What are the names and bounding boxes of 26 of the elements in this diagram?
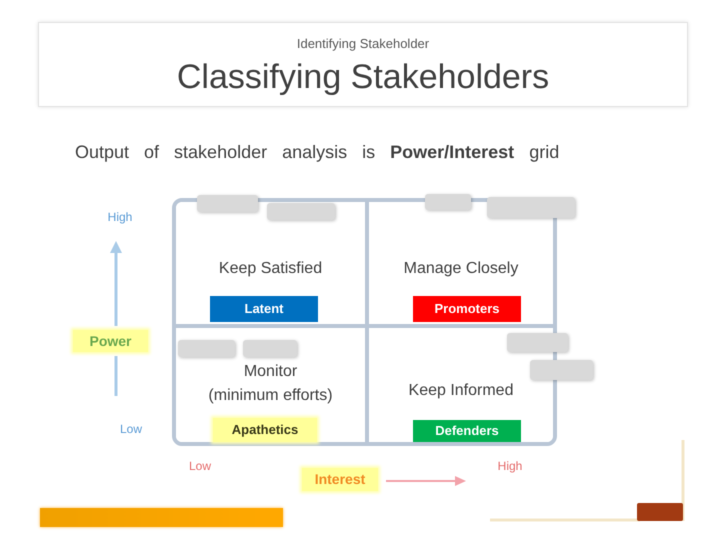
axis-tick-label: Low [120,421,142,438]
category-bar: Defenders [413,420,521,442]
axis-tick-label: High [108,209,132,226]
category-bar: Apathetics [213,418,317,442]
blank-tag [197,195,258,212]
subtitle: Identifying Stakeholder [296,35,430,53]
blank-tag [267,203,335,220]
category-bar: Promoters [413,296,521,322]
category-bar: Latent [210,296,318,322]
quadrant-label: Monitor [244,362,298,382]
axis-title: Power [73,330,148,352]
blank-tag [243,340,297,357]
blank-tag [530,360,593,380]
quadrant-label: Keep Satisfied [218,259,322,279]
blank-tag [178,340,235,357]
axis-tick-label: High [498,458,522,475]
slide-title: Classifying Stakeholders [176,57,550,98]
quadrant-label: Keep Informed [408,381,514,401]
quadrant-label: Manage Closely [404,259,518,279]
blank-tag [487,197,575,218]
blank-tag [507,333,568,352]
blank-tag [425,194,471,210]
intro-sentence: Output of stakeholder analysis is Power/Interest grid [75,141,560,164]
quadrant-label: (minimum efforts) [208,386,333,406]
axis-title: Interest [302,468,378,491]
axis-tick-label: Low [188,458,211,475]
